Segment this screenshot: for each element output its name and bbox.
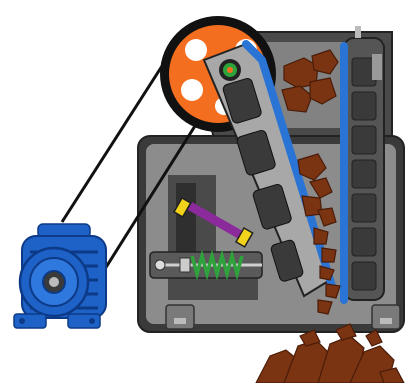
electric-motor: [14, 224, 106, 328]
fixed-jaw: [344, 26, 384, 300]
tension-spring: [150, 252, 262, 278]
